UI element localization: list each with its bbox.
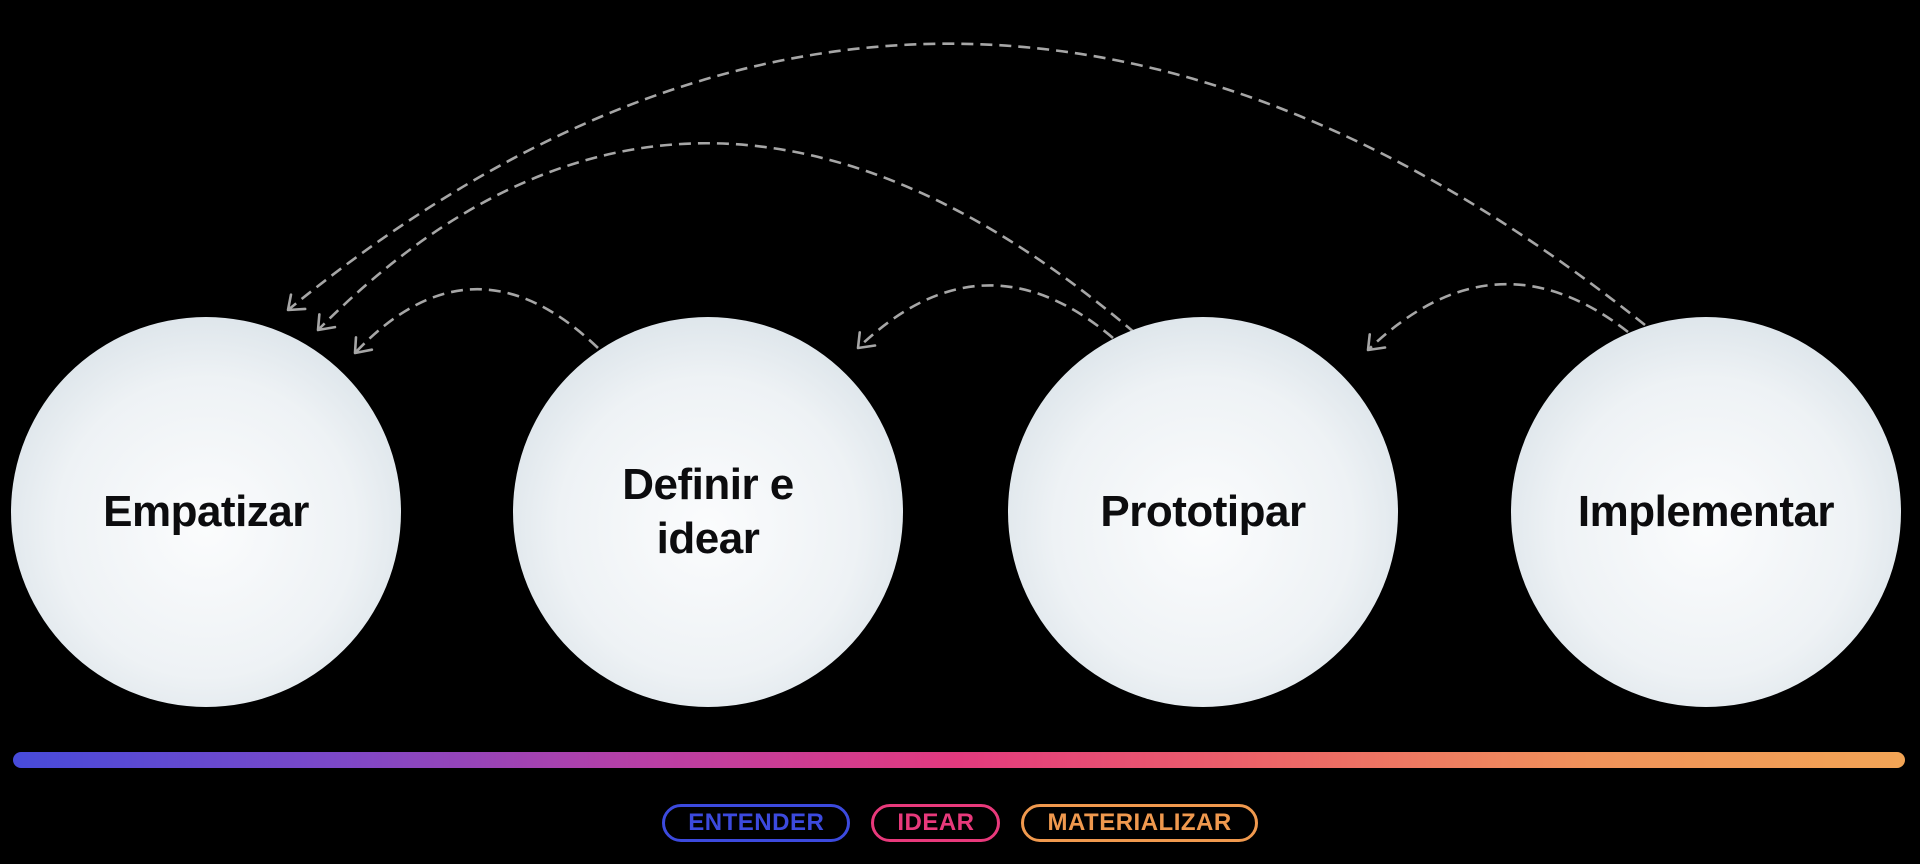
node-prototipar: Prototipar [1008,317,1398,707]
legend-pill-idear-label: IDEAR [897,809,975,836]
arrow-implementar-to-empatizar [286,42,1646,327]
arrow-implementar-to-prototipar [1366,282,1629,352]
arrow-prototipar-to-empatizar [316,141,1136,334]
node-empatizar-label: Empatizar [103,487,309,537]
node-implementar-label: Implementar [1577,487,1835,537]
node-prototipar-label: Prototipar [1100,487,1306,537]
legend-pill-entender: ENTENDER [662,804,851,842]
node-implementar: Implementar [1511,317,1901,707]
node-empatizar: Empatizar [11,317,401,707]
node-definir-e-idear: Definir e idear [513,317,903,707]
legend-pill-materializar: MATERIALIZAR [1021,804,1258,842]
phase-gradient-bar [13,752,1905,768]
legend-pill-materializar-label: MATERIALIZAR [1047,809,1232,836]
arrow-prototipar-to-definir [856,284,1114,350]
legend-pill-idear: IDEAR [871,804,1001,842]
arrow-definir-to-empatizar [353,287,599,355]
phase-legend: ENTENDER IDEAR MATERIALIZAR [0,804,1920,842]
legend-pill-entender-label: ENTENDER [688,809,825,836]
node-definir-e-idear-label: Definir e idear [622,460,794,563]
